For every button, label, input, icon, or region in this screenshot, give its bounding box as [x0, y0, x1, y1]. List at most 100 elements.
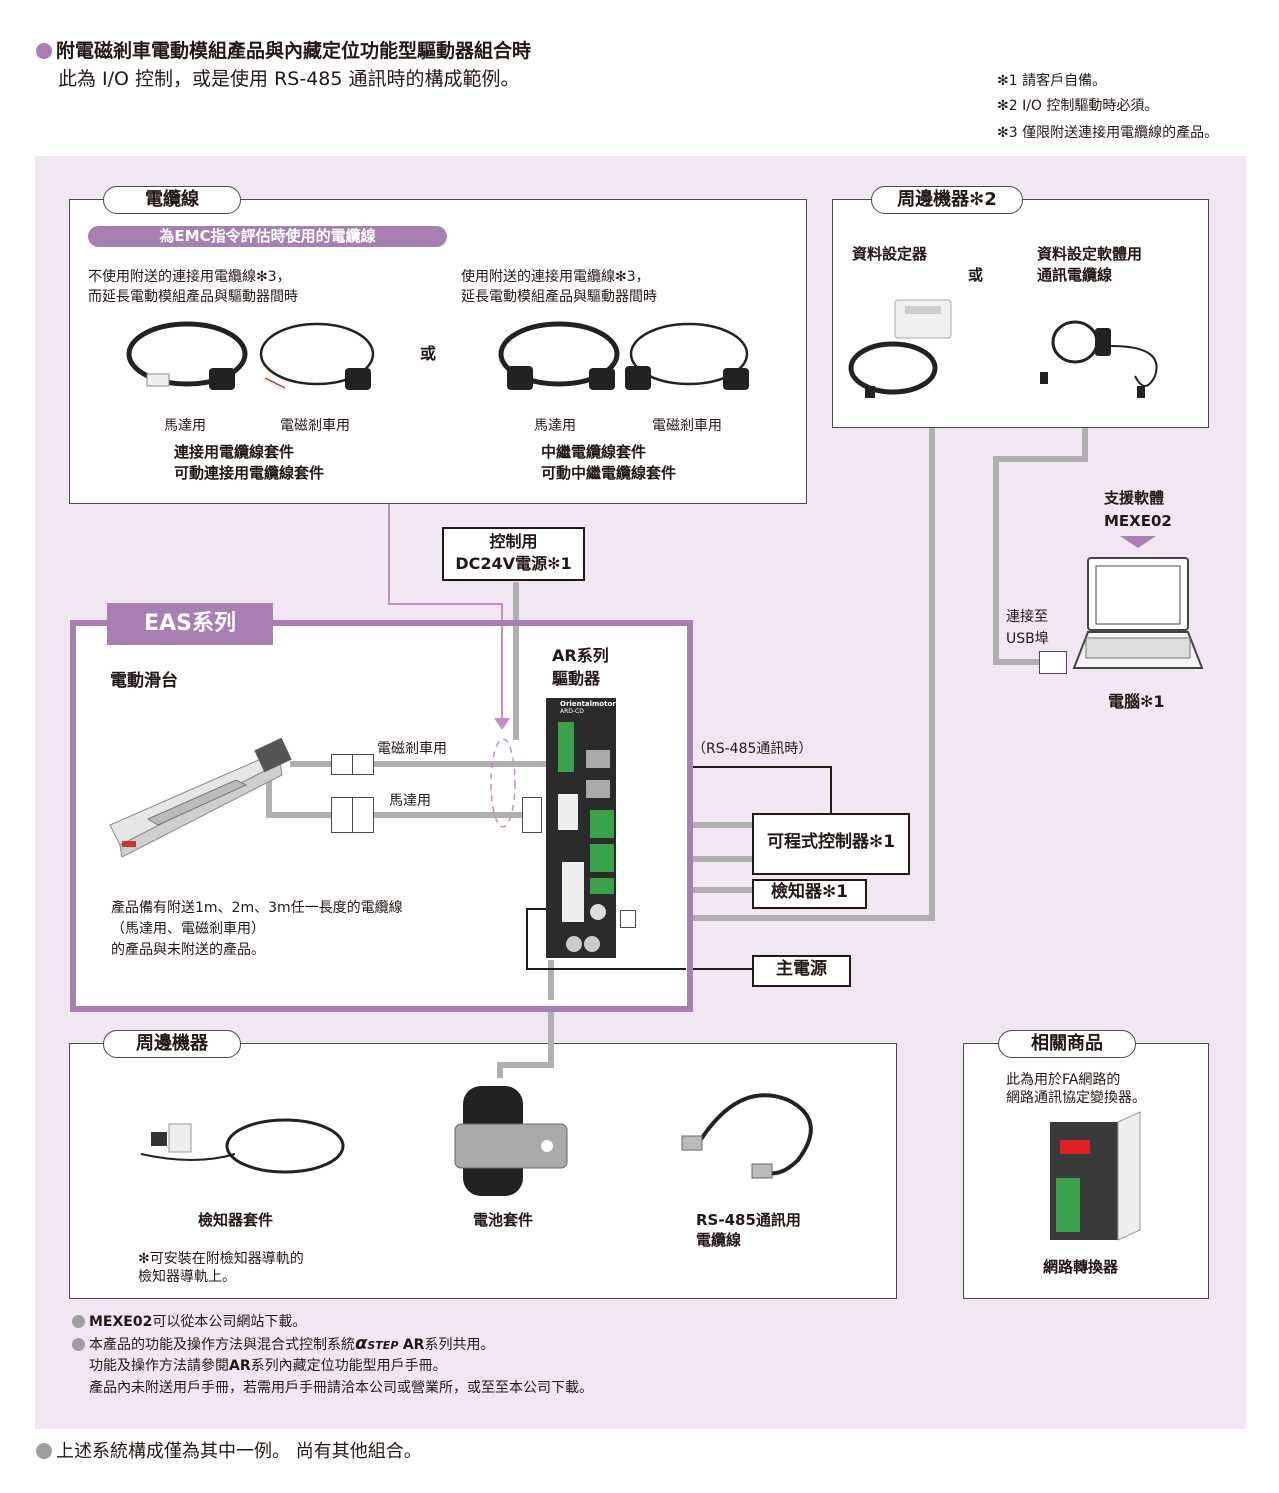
usb-cable-image — [1040, 320, 1158, 398]
brake-connector-a — [331, 754, 353, 775]
dc24v-line2: DC24V電源✻1 — [455, 554, 572, 573]
cable-left-desc2: 而延長電動模組產品與驅動器間時 — [88, 289, 298, 305]
page-subtitle: 此為 I/O 控制，或是使用 RS-485 通訊時的構成範例。 — [58, 68, 520, 90]
peripheral-bottom-label: 周邊機器 — [103, 1030, 241, 1058]
dc24v-power-box: 控制用 DC24V電源✻1 — [442, 527, 585, 581]
network-converter-label: 網路轉換器 — [1043, 1258, 1119, 1276]
line-setter-h — [636, 915, 935, 921]
line-battery — [548, 960, 554, 1068]
footnote-3: 功能及操作方法請參閱AR系列內藏定位功能型用戶手冊。 — [89, 1355, 447, 1375]
ar-driver-image — [546, 698, 616, 958]
line-usb-v2 — [993, 456, 999, 665]
footnote-2b: 系列共用。 — [424, 1337, 495, 1353]
line-motor-1b — [266, 812, 332, 818]
line-usb-h2 — [993, 659, 1041, 665]
line-power-top-inner — [526, 908, 548, 910]
cable-right-motor-label: 馬達用 — [534, 418, 576, 434]
motor-connector-b — [352, 797, 374, 833]
related-desc-1: 此為用於FA網路的 — [1006, 1072, 1121, 1088]
line-emc — [388, 502, 390, 604]
footnote-2a: 本產品的功能及操作方法與混合式控制系統 — [89, 1337, 355, 1353]
network-converter-image — [1050, 1111, 1141, 1241]
cable-left-brake-image — [259, 322, 375, 390]
cable-right-motor-image — [498, 321, 620, 390]
cable-right-desc2: 延長電動模組產品與驅動器間時 — [461, 289, 657, 305]
alpha-symbol: α — [355, 1333, 368, 1354]
note-1: ✻1 請客戶自備。 — [997, 73, 1107, 89]
software-cable-label-2: 通訊電纜線 — [1037, 266, 1113, 284]
down-arrow-icon — [1120, 536, 1156, 548]
usb-label-2: USB埠 — [1006, 631, 1049, 647]
eas-label: EAS系列 — [107, 603, 273, 645]
cable-left-name2: 可動連接用電纜線套件 — [174, 464, 325, 482]
electric-slider-image — [109, 737, 292, 858]
emc-ellipse-inner — [490, 738, 516, 828]
cable-left-desc1: 不使用附送的連接用電纜線✻3， — [88, 269, 291, 285]
slider-label: 電動滑台 — [110, 671, 178, 691]
driver-model: ARD-CD — [560, 708, 584, 715]
line-24v-inner — [513, 626, 519, 740]
laptop-image — [1072, 557, 1204, 669]
line-usb-h1 — [993, 456, 1088, 462]
line-setter-v — [929, 427, 935, 921]
plc-box: 可程式控制器✻1 — [752, 813, 910, 875]
line-motor-2b — [374, 812, 524, 818]
line-rs485-h — [612, 766, 832, 768]
page-title: 附電磁剎車電動模組產品與內藏定位功能型驅動器組合時 — [36, 36, 531, 63]
setter-port — [620, 910, 636, 928]
line-power-v-inner — [526, 908, 528, 970]
motor-connector-driver — [522, 797, 542, 833]
cable-right-brake-image — [625, 322, 749, 390]
footnote-1-text: 可以從本公司網站下載。 — [152, 1314, 307, 1330]
motor-connector-a — [331, 797, 353, 833]
driver-brand: Orientalmotor — [560, 700, 616, 708]
software-cable-label-1: 資料設定軟體用 — [1037, 245, 1143, 263]
peripheral-or: 或 — [968, 266, 984, 284]
rs485-cable-image — [681, 1093, 813, 1179]
cable-left-motor-label: 馬達用 — [164, 418, 206, 434]
eas-desc-3: 的產品與未附送的產品。 — [111, 942, 265, 958]
page-title-text: 附電磁剎車電動模組產品與內藏定位功能型驅動器組合時 — [56, 40, 532, 62]
line-battery-box — [548, 1043, 554, 1068]
cable-right-name2: 可動中繼電纜線套件 — [541, 464, 677, 482]
rs485-cable-label-1: RS-485通訊用 — [696, 1211, 801, 1229]
emc-arrow-inner — [494, 718, 510, 730]
motor-cable-label: 馬達用 — [389, 793, 431, 809]
footnote-2-ar: AR — [402, 1337, 425, 1353]
footnote-1: MEXE02可以從本公司網站下載。 — [72, 1311, 306, 1331]
note-2: ✻2 I/O 控制驅動時必須。 — [997, 98, 1159, 114]
battery-kit-label: 電池套件 — [473, 1211, 534, 1229]
line-battery-v2 — [497, 1062, 503, 1078]
battery-kit-image — [454, 1086, 568, 1196]
line-brake-1b — [290, 761, 332, 767]
footnote-dot-2 — [72, 1338, 85, 1351]
footnote-4: 產品內未附送用戶手冊，若需用戶手冊請洽本公司或營業所，或至至本公司下載。 — [89, 1380, 593, 1396]
line-emc-h — [388, 603, 502, 605]
footnote-3b: 系列內藏定位功能型用戶手冊。 — [250, 1358, 447, 1374]
step-text: STEP — [367, 1339, 399, 1352]
brake-cable-label: 電磁剎車用 — [377, 741, 447, 757]
emc-banner: 為EMC指令評估時使用的電纜線 — [88, 226, 447, 247]
cable-box — [69, 199, 807, 504]
cable-or: 或 — [420, 344, 437, 363]
main-power-box: 主電源 — [752, 955, 851, 987]
rs485-cable-label-2: 電纜線 — [696, 1231, 742, 1249]
eas-desc-2: （馬達用、電磁剎車用） — [111, 921, 265, 937]
line-battery-h2 — [497, 1062, 554, 1068]
sensor-kit-note-2: 檢知器導軌上。 — [138, 1269, 236, 1285]
footnote-2: 本產品的功能及操作方法與混合式控制系統αSTEP AR系列共用。 — [72, 1333, 494, 1354]
mexe02-label: MEXE02 — [1104, 512, 1172, 530]
line-rs485-v — [830, 766, 832, 814]
cable-left-name1: 連接用電纜線套件 — [174, 443, 295, 461]
cable-right-brake-label: 電磁剎車用 — [652, 418, 722, 434]
footnote-1-bold: MEXE02 — [89, 1314, 153, 1330]
rs485-label: （RS-485通訊時） — [692, 741, 813, 757]
sensor-kit-note-1: ✻可安裝在附檢知器導軌的 — [138, 1251, 304, 1267]
line-motor-vb — [266, 768, 272, 818]
cable-right-name1: 中繼電纜線套件 — [541, 443, 647, 461]
eas-desc-1: 產品備有附送1m、2m、3m任一長度的電纜線 — [111, 900, 403, 916]
bottom-note-text: 上述系統構成僅為其中一例。 尚有其他組合。 — [56, 1441, 422, 1462]
usb-port — [1039, 651, 1067, 674]
bottom-note-dot — [36, 1443, 52, 1459]
cable-left-brake-label: 電磁剎車用 — [280, 418, 350, 434]
